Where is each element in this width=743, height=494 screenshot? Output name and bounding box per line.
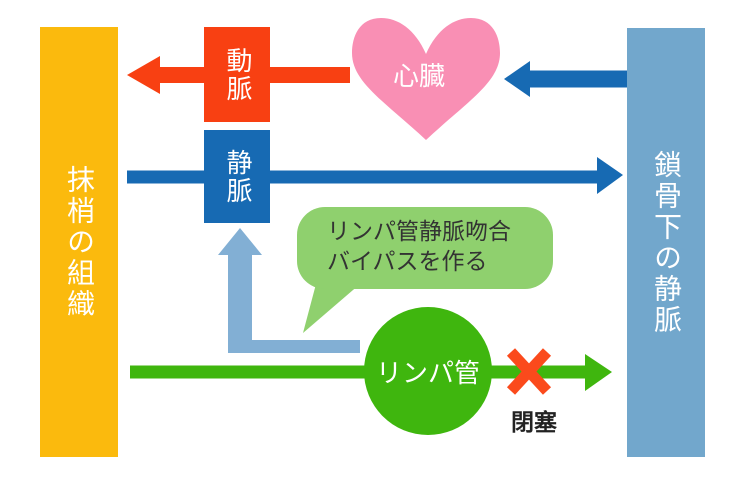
artery-arrow-head-icon [127, 56, 160, 94]
peripheral-tissue-bar: 抹梢の組織 [40, 27, 118, 457]
lymph-arrow-head-icon [585, 354, 612, 391]
bypass-arrow-vertical [228, 253, 252, 352]
lymph-vessel-circle: リンパ管 [364, 307, 492, 435]
peripheral-tissue-label: 抹梢の組織 [63, 164, 96, 320]
occlusion-label-text: 閉塞 [511, 410, 557, 436]
bypass-speech-bubble: リンパ管静脈吻合 バイパスを作る [297, 207, 553, 289]
speech-bubble-tail [303, 284, 360, 333]
bypass-arrow-horizontal [228, 340, 360, 353]
bypass-arrow-head-icon [218, 228, 262, 255]
subclavian-vein-bar: 鎖骨下の静脈 [627, 28, 705, 457]
bubble-text-line1: リンパ管静脈吻合 [327, 219, 511, 246]
vein-arrow-head-icon [597, 157, 623, 194]
bubble-text-line2: バイパスを作る [327, 249, 488, 275]
vein-label: 静脈 [222, 148, 252, 205]
lymph-vessel-label: リンパ管 [375, 358, 480, 389]
subclavian-vein-label: 鎖骨下の静脈 [650, 149, 683, 336]
heart-label-text: 心臓 [392, 61, 445, 92]
occlusion-label: 閉塞 [500, 406, 568, 436]
heart-icon [352, 18, 500, 140]
vein-box: 静脈 [204, 130, 270, 223]
occlusion-x-icon [506, 348, 552, 395]
artery-label: 動脈 [222, 46, 252, 103]
heart-label: 心臓 [378, 59, 460, 92]
artery-box: 動脈 [204, 27, 270, 122]
return-arrow-head-icon [504, 61, 530, 97]
